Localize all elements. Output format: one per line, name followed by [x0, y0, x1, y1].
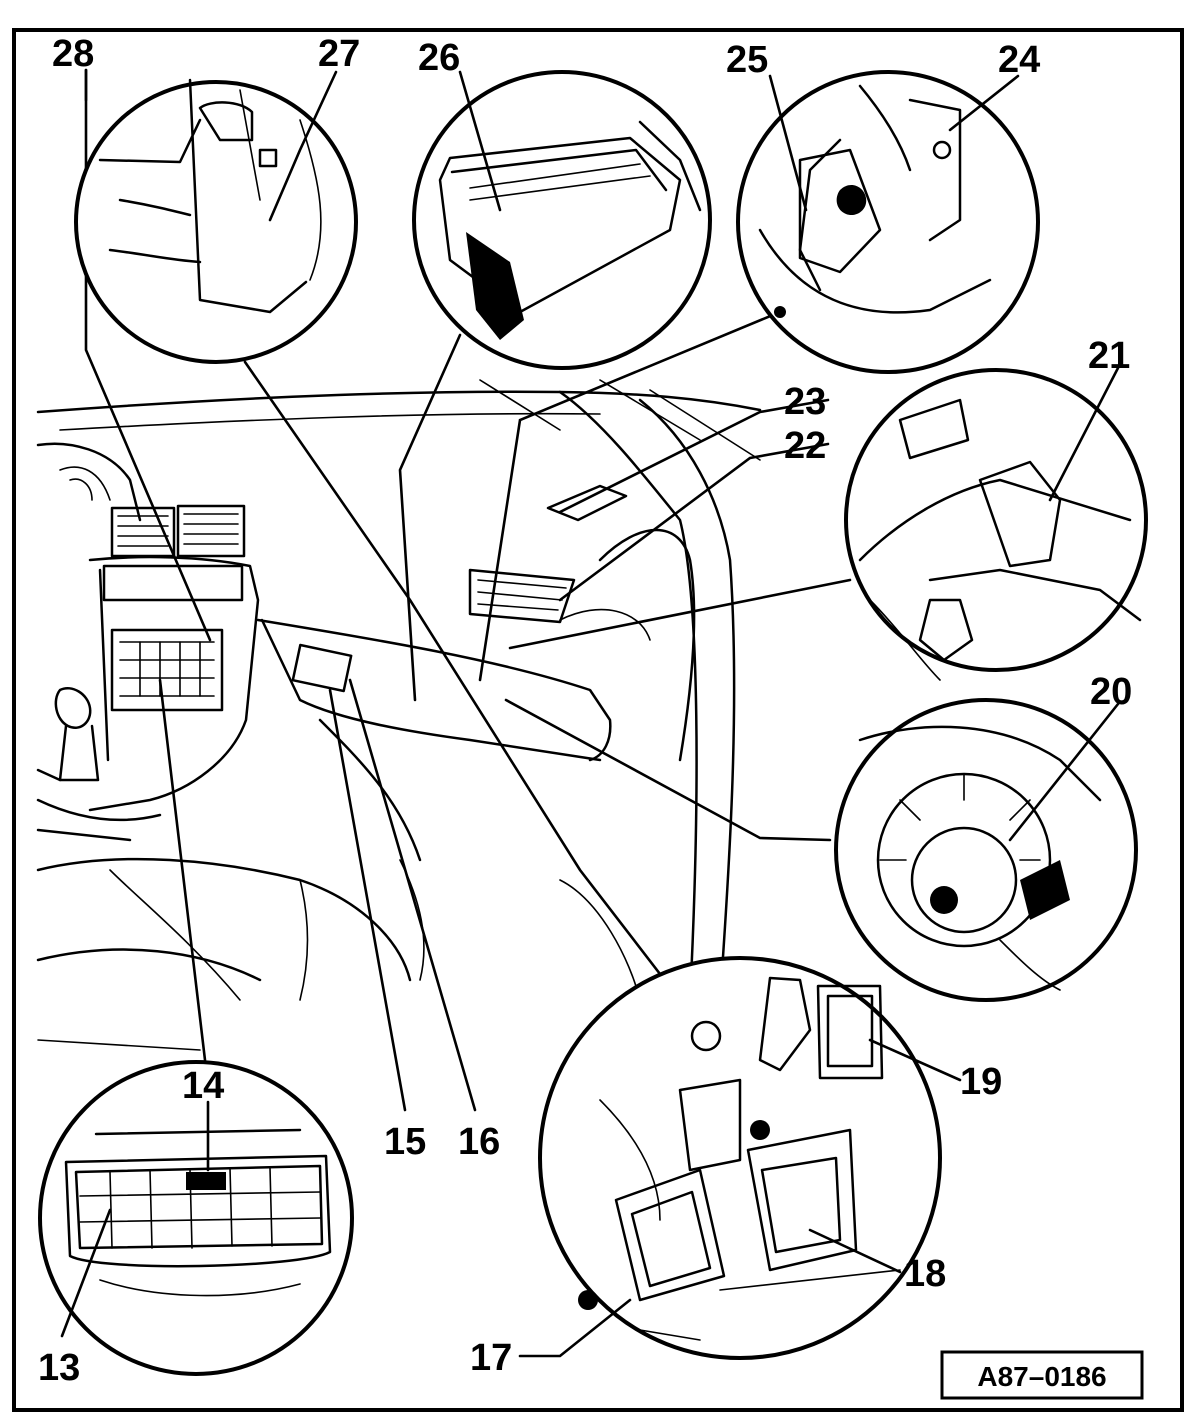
glove-box-switch	[291, 643, 353, 693]
detail-inset-circle-21	[844, 368, 1148, 681]
label-15: 15	[384, 1121, 426, 1163]
label-22: 22	[784, 425, 826, 467]
label-14-inset: 14	[182, 1065, 224, 1107]
callout-labels: 28 27 26 25 24 23 22 21 20 19 18 17 16 1…	[38, 33, 1132, 1389]
detail-inset-circle-13	[38, 1060, 354, 1376]
label-13: 13	[38, 1347, 80, 1389]
side-vent	[546, 484, 628, 522]
figure-reference: A87–0186	[977, 1361, 1106, 1392]
label-27: 27	[318, 33, 360, 75]
gear-shift	[54, 687, 92, 729]
dashboard-illustration	[36, 379, 762, 1051]
label-24: 24	[998, 39, 1040, 81]
climate-control-panel	[110, 628, 224, 712]
label-19: 19	[960, 1061, 1002, 1103]
label-26: 26	[418, 37, 460, 79]
radio-unit	[102, 564, 244, 602]
detail-inset-circle-27	[74, 78, 358, 364]
label-25: 25	[726, 39, 768, 81]
detail-inset-circle-26	[412, 70, 712, 370]
diagram-frame	[12, 28, 1184, 1412]
detail-inset-circle-20	[834, 698, 1138, 1002]
label-18: 18	[904, 1253, 946, 1295]
label-23: 23	[784, 381, 826, 423]
passenger-vent	[468, 568, 576, 624]
inset-leader-lines	[60, 68, 1120, 1358]
figure-reference-box: A87–0186	[940, 1350, 1144, 1400]
label-16: 16	[458, 1121, 500, 1163]
label-17: 17	[470, 1337, 512, 1379]
detail-inset-circle-19	[538, 956, 942, 1360]
label-20: 20	[1090, 671, 1132, 713]
center-vent-right	[176, 504, 246, 558]
label-21: 21	[1088, 335, 1130, 377]
leader-lines	[84, 68, 852, 1112]
detail-inset-circle-24	[736, 70, 1040, 374]
label-28: 28	[52, 33, 94, 75]
